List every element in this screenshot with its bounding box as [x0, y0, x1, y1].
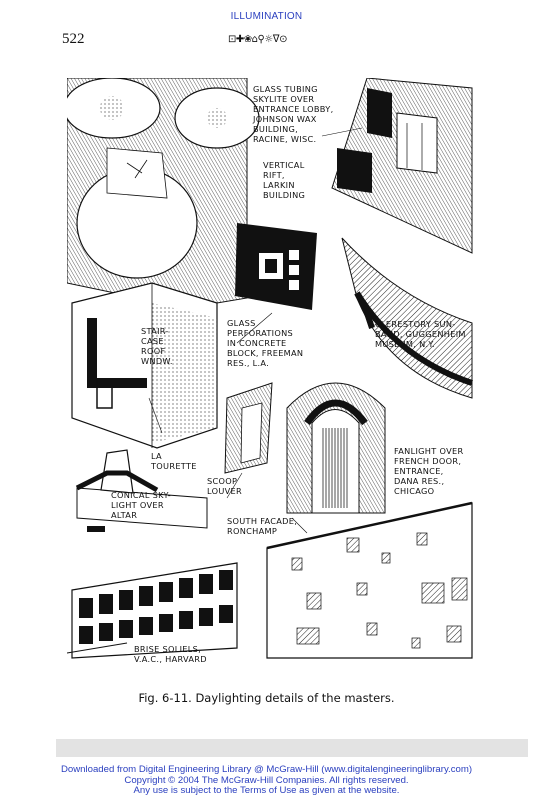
label-conical-skylight: CONICAL SKY- LIGHT OVER ALTAR — [111, 490, 172, 520]
label-guggenheim: CLERESTORY SUN- BAND, GUGGENHEIM MUSEUM,… — [375, 319, 466, 349]
gray-bar — [56, 739, 528, 757]
illustration-drawing — [63, 77, 473, 659]
footer-copyright: Copyright © 2004 The McGraw-Hill Compani… — [124, 774, 409, 786]
johnson-wax-sketch — [63, 77, 260, 309]
chapter-glyph-strip: ⊡✚❀⌂⚲☼ᐁ⊙ — [228, 34, 288, 45]
ronchamp-facade-sketch — [266, 501, 473, 659]
label-scoop-louver: SCOOP LOUVER — [207, 476, 242, 496]
label-johnson-wax: GLASS TUBING SKYLITE OVER ENTRANCE LOBBY… — [253, 84, 334, 144]
figure-caption: Fig. 6-11. Daylighting details of the ma… — [138, 691, 395, 705]
conical-skylight-sketch — [75, 449, 208, 532]
larkin-rift-sketch — [331, 77, 473, 254]
label-fanlight: FANLIGHT OVER FRENCH DOOR, ENTRANCE, DAN… — [394, 446, 464, 496]
fanlight-arch-sketch — [286, 382, 386, 514]
daylighting-illustration: GLASS TUBING SKYLITE OVER ENTRANCE LOBBY… — [63, 77, 475, 670]
scoop-louver-sketch — [224, 382, 273, 474]
label-larkin: VERTICAL RIFT, LARKIN BUILDING — [263, 160, 306, 200]
label-staircase: STAIR- CASE ROOF WNDW. — [141, 326, 173, 366]
freeman-block-sketch — [235, 223, 317, 310]
label-ronchamp: SOUTH FACADE, RONCHAMP — [227, 516, 298, 536]
label-brise-soleils: BRISE SOLIELS, V.A.C., HARVARD — [134, 644, 207, 664]
guggenheim-clerestory-sketch — [341, 237, 473, 399]
footer-download-link[interactable]: Downloaded from Digital Engineering Libr… — [60, 764, 473, 775]
staircase-window-sketch — [71, 282, 218, 449]
footer: Downloaded from Digital Engineering Libr… — [0, 764, 533, 797]
page-number: 522 — [62, 31, 85, 47]
label-la-tourette: LA TOURETTE — [151, 451, 197, 471]
label-freeman: GLASS PERFORATIONS IN CONCRETE BLOCK, FR… — [227, 318, 304, 368]
brise-soleil-sketch — [66, 562, 238, 659]
running-head: ILLUMINATION — [230, 11, 303, 22]
leader-lines — [148, 127, 363, 534]
footer-terms[interactable]: Any use is subject to the Terms of Use a… — [133, 785, 400, 796]
